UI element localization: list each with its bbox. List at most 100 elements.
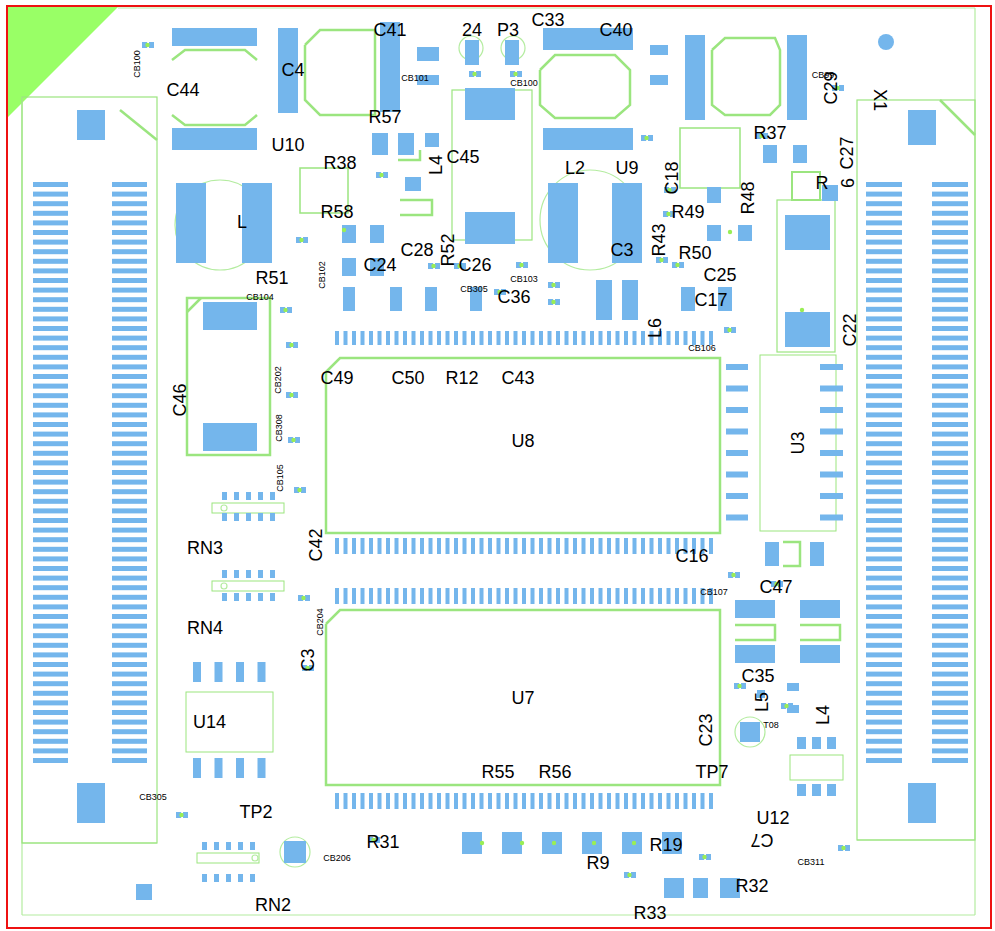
copper-pad <box>590 588 594 604</box>
copper-pad <box>866 480 902 485</box>
via-dot <box>342 228 346 232</box>
copper-pad <box>820 386 843 392</box>
copper-pad <box>932 220 968 225</box>
copper-pad <box>932 748 968 753</box>
reference-designator: C43 <box>501 369 534 387</box>
via-dot <box>627 873 631 877</box>
copper-pad <box>932 403 968 408</box>
copper-pad <box>463 331 467 345</box>
copper-pad <box>465 40 479 65</box>
copper-pad <box>446 538 450 554</box>
copper-pad <box>335 538 339 554</box>
via-dot <box>551 283 555 287</box>
part-outline <box>212 503 284 513</box>
copper-pad <box>476 71 481 77</box>
copper-pad <box>522 793 526 809</box>
copper-pad <box>866 681 902 686</box>
copper-pad <box>599 793 603 809</box>
bypass-cap-label: CB100 <box>133 50 142 78</box>
copper-pad <box>932 508 968 513</box>
via-dot <box>659 258 663 262</box>
reference-designator: R57 <box>368 108 401 126</box>
copper-pad <box>866 537 902 542</box>
copper-pad <box>369 331 373 345</box>
copper-pad <box>548 538 552 554</box>
bypass-cap-label: CB206 <box>323 854 351 863</box>
copper-pad <box>548 331 552 345</box>
copper-pad <box>522 588 526 604</box>
via-dot <box>289 393 293 397</box>
copper-pad <box>463 588 467 604</box>
copper-pad <box>412 793 416 809</box>
copper-pad <box>667 588 671 604</box>
copper-pad <box>866 278 902 283</box>
chip-outline: U7 <box>328 612 718 783</box>
copper-pad <box>33 729 68 734</box>
copper-pad <box>112 739 147 744</box>
copper-pad <box>33 422 68 427</box>
part-outline <box>212 581 284 591</box>
copper-pad <box>33 556 68 561</box>
copper-pad <box>932 288 968 293</box>
copper-pad <box>932 412 968 417</box>
copper-pad <box>709 793 713 809</box>
copper-pad <box>932 489 968 494</box>
copper-pad <box>33 643 68 648</box>
copper-pad <box>33 192 68 197</box>
copper-pad <box>505 793 509 809</box>
copper-pad <box>726 364 748 370</box>
copper-pad <box>112 240 147 245</box>
copper-pad <box>112 230 147 235</box>
copper-pad <box>497 588 501 604</box>
reference-designator: C36 <box>497 288 530 306</box>
copper-pad <box>454 793 458 809</box>
copper-pad <box>793 145 807 163</box>
via-dot <box>291 438 295 442</box>
copper-pad <box>386 538 390 554</box>
via-dot <box>737 684 741 688</box>
copper-pad <box>176 183 206 263</box>
part-outline <box>800 625 840 640</box>
part-circle <box>878 34 894 50</box>
copper-pad <box>112 364 147 369</box>
copper-pad <box>684 331 688 345</box>
copper-pad <box>866 700 902 705</box>
copper-pad <box>820 429 843 435</box>
copper-pad <box>866 316 902 321</box>
bypass-cap-label: CB101 <box>401 74 429 83</box>
copper-pad <box>112 316 147 321</box>
copper-pad <box>425 287 437 311</box>
copper-pad <box>112 633 147 638</box>
copper-pad <box>425 133 439 147</box>
copper-pad <box>226 842 231 850</box>
copper-pad <box>565 588 569 604</box>
copper-pad <box>701 793 705 809</box>
copper-pad <box>33 268 68 273</box>
copper-pad <box>33 288 68 293</box>
copper-pad <box>548 183 578 263</box>
copper-pad <box>33 720 68 725</box>
copper-pad <box>471 588 475 604</box>
copper-pad <box>33 508 68 513</box>
copper-pad <box>193 758 201 778</box>
copper-pad <box>932 585 968 590</box>
copper-pad <box>33 595 68 600</box>
copper-pad <box>866 672 902 677</box>
copper-pad <box>344 538 348 554</box>
copper-pad <box>932 633 968 638</box>
copper-pad <box>471 331 475 345</box>
copper-pad <box>77 110 105 140</box>
copper-pad <box>412 331 416 345</box>
copper-pad <box>866 422 902 427</box>
copper-pad <box>633 331 637 345</box>
copper-pad <box>352 793 356 809</box>
copper-pad <box>582 588 586 604</box>
reference-designator: L4 <box>814 705 832 725</box>
copper-pad <box>112 508 147 513</box>
copper-pad <box>866 710 902 715</box>
copper-pad <box>556 331 560 345</box>
part-outline <box>197 853 259 863</box>
copper-pad <box>386 793 390 809</box>
copper-pad <box>505 331 509 345</box>
copper-pad <box>258 513 263 521</box>
